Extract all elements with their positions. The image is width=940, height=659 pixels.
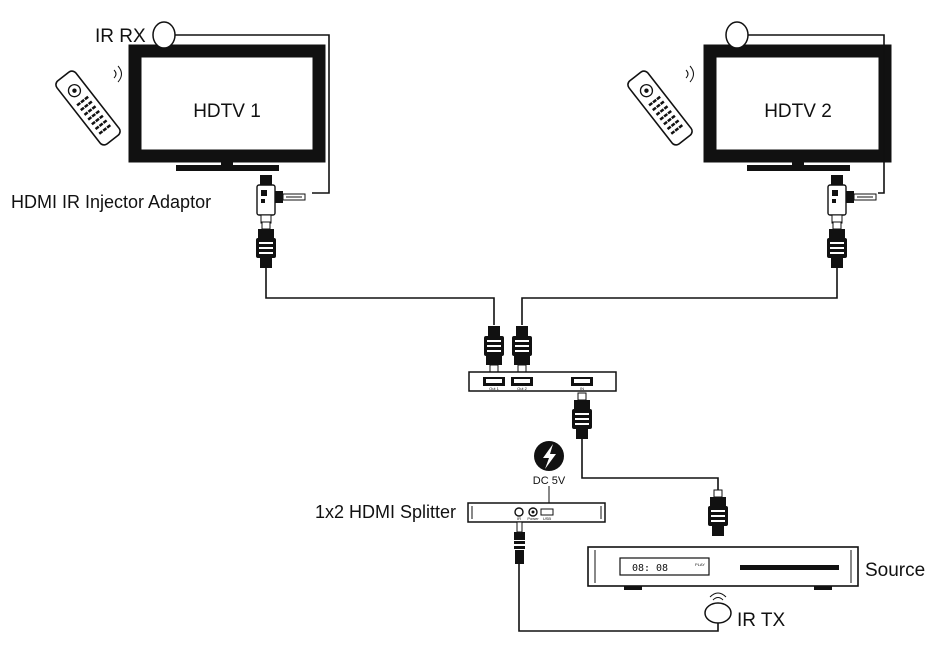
lightning-bolt-icon — [534, 441, 564, 471]
hdtv-1-label: HDTV 1 — [193, 101, 261, 122]
port-in-label: IN — [580, 386, 584, 391]
splitter-label: 1x2 HDMI Splitter — [315, 502, 456, 522]
port-out2-label: Out 2 — [517, 386, 528, 391]
hdtv-2-stand — [747, 165, 850, 171]
source-display — [619, 557, 710, 576]
port-usb-label: USB — [543, 516, 552, 521]
source-display-play: PLAY — [695, 562, 705, 567]
ir-tx-label: IR TX — [737, 610, 786, 631]
port-ir-label: IR — [517, 516, 521, 521]
hdmi-cable-source — [581, 439, 719, 490]
ir-tx-cable — [518, 564, 719, 632]
hdmi-plug — [826, 221, 848, 269]
ir-rx-cable-1 — [175, 34, 330, 194]
disc-slot — [740, 565, 839, 570]
ir-eye-icon — [725, 21, 749, 49]
source-label: Source — [865, 560, 925, 581]
port-power-label: Power — [527, 516, 539, 521]
hdmi-ir-injector-2 — [827, 174, 877, 224]
hdtv-2-label: HDTV 2 — [764, 101, 832, 122]
splitter-back: IR Power USB — [467, 502, 606, 523]
splitter-front: Out 1 Out 2 IN — [468, 371, 617, 392]
hdmi-plug — [483, 325, 505, 373]
hdmi-plug — [511, 325, 533, 373]
ir-rx-label: IR RX — [95, 26, 146, 47]
hdtv-1-neck — [221, 156, 233, 166]
remote-control-icon — [625, 65, 695, 148]
hdmi-ir-injector-1 — [256, 174, 306, 224]
hdmi-plug — [571, 392, 593, 440]
source-foot — [814, 586, 832, 590]
remote-control-icon — [53, 65, 123, 148]
hdtv-2-neck — [792, 156, 804, 166]
hdmi-plug — [255, 221, 277, 269]
ir-rx-cable-2 — [748, 34, 885, 194]
injector-label: HDMI IR Injector Adaptor — [11, 192, 211, 212]
hdmi-plug — [707, 489, 729, 537]
source-device: 08: 08 PLAY — [587, 546, 859, 590]
ir-eye-icon — [704, 602, 732, 624]
port-out1-label: Out 1 — [489, 386, 500, 391]
ir-tx-plug — [514, 521, 525, 564]
dc-label: DC 5V — [533, 475, 566, 487]
hdmi-cable-out2 — [521, 268, 838, 325]
hdtv-1-stand — [176, 165, 279, 171]
hdtv-2: HDTV 2 — [703, 44, 892, 171]
ir-signal-icon — [709, 592, 727, 598]
hdmi-cable-out1 — [265, 268, 495, 325]
hdtv-1: HDTV 1 — [128, 44, 326, 171]
source-display-time: 08: 08 — [632, 563, 668, 574]
ir-eye-icon — [152, 21, 176, 49]
source-foot — [624, 586, 642, 590]
ir-signal-icon — [712, 597, 724, 601]
